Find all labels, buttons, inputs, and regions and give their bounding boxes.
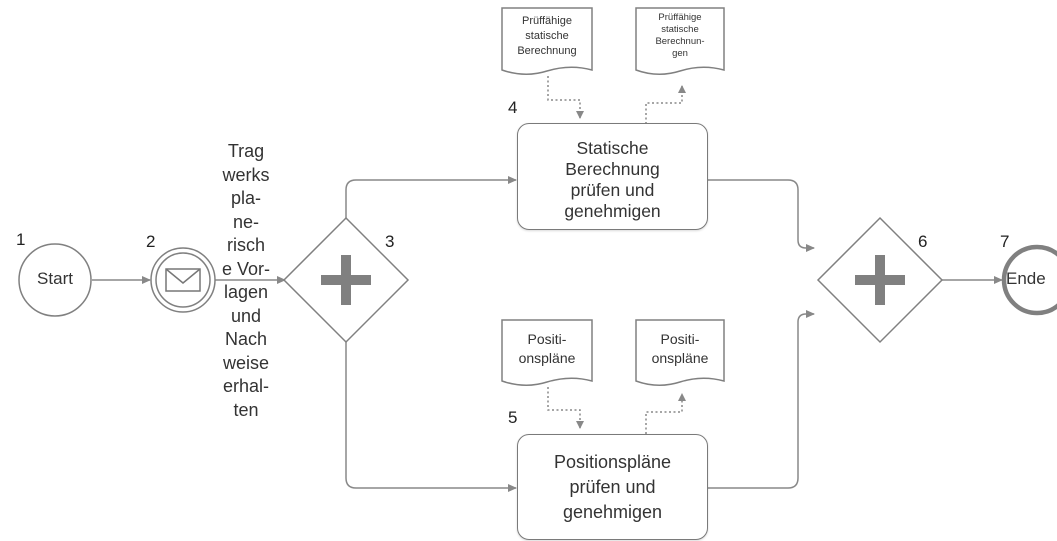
message-catch-event[interactable] <box>150 247 216 313</box>
doc-label-line: onspläne <box>518 350 576 366</box>
doc-label-line: Positi- <box>660 331 700 347</box>
plus-icon <box>855 255 905 305</box>
message-label-line: werks <box>222 164 270 185</box>
data-object-out-5-label: Positi- onspläne <box>636 330 724 368</box>
end-event-label: Ende <box>1006 269 1046 288</box>
assoc-doc-out-4[interactable] <box>645 85 686 124</box>
message-label-line: Nach <box>224 329 268 349</box>
data-object-in-5[interactable] <box>501 319 593 386</box>
message-label-line: Trag <box>227 141 265 161</box>
task-positionsplaene[interactable]: Positionspläne prüfen und genehmigen <box>517 434 708 540</box>
task5-label-line: prüfen und <box>569 476 656 497</box>
task5-label-line: genehmigen <box>562 501 663 522</box>
task4-label-line: prüfen und <box>570 179 655 200</box>
message-label-line: ne- <box>232 211 259 232</box>
assoc-doc-in-5[interactable] <box>547 387 584 429</box>
message-label-line: erhal- <box>222 376 270 396</box>
end-event-number: 7 <box>1000 232 1010 251</box>
message-event-label: Trag werks pla- ne- risch e Vor- lagen u… <box>206 140 286 422</box>
flow-task5-to-join[interactable] <box>708 310 815 489</box>
doc-label-line: statische <box>525 30 569 42</box>
message-label-line: lagen <box>223 282 269 302</box>
task-statische-berechnung[interactable]: Statische Berechnung prüfen und genehmig… <box>517 123 708 230</box>
doc-label-line: onspläne <box>651 350 709 366</box>
task4-number: 4 <box>508 98 518 117</box>
data-associations <box>547 76 686 434</box>
assoc-doc-in-4[interactable] <box>547 76 584 119</box>
task5-label-line: Positionspläne <box>553 451 672 472</box>
doc-label-line: Positi- <box>527 331 567 347</box>
data-object-out-4[interactable] <box>635 7 725 75</box>
doc-label-line: Berechnun- <box>655 36 705 47</box>
start-event-label: Start <box>37 269 73 288</box>
sequence-flows <box>92 176 1003 492</box>
task4-label-line: Berechnung <box>565 158 660 179</box>
plus-icon <box>321 255 371 305</box>
doc-label-line: Berechnung <box>517 45 577 57</box>
message-label-line: e Vor- <box>221 258 271 279</box>
task5-number: 5 <box>508 408 518 427</box>
message-label-line: weise <box>222 352 270 373</box>
message-event-number: 2 <box>146 232 156 251</box>
flow-split-to-task5[interactable] <box>345 342 517 492</box>
message-label-line: risch <box>226 235 265 255</box>
data-object-in-5-label: Positi- onspläne <box>502 330 592 368</box>
doc-label-line: statische <box>661 24 699 35</box>
split-gateway-number: 3 <box>385 232 395 251</box>
task4-label-line: Statische <box>576 137 649 158</box>
data-object-out-5[interactable] <box>635 319 725 386</box>
data-object-in-4-label: Prüffähige statische Berechnung <box>502 14 592 59</box>
join-gateway-number: 6 <box>918 232 928 251</box>
task4-label-line: genehmigen <box>564 200 661 221</box>
message-label-line: pla- <box>230 188 261 208</box>
message-label-line: und <box>230 305 262 326</box>
end-event[interactable] <box>1001 244 1057 316</box>
message-label-line: ten <box>233 399 259 420</box>
data-object-out-4-label: Prüffähige statische Berechnun- gen <box>636 12 724 70</box>
data-object-in-4[interactable] <box>501 7 593 75</box>
doc-label-line: gen <box>672 48 688 59</box>
doc-label-line: Prüffähige <box>658 12 702 23</box>
start-event[interactable] <box>18 243 92 317</box>
start-event-number: 1 <box>16 230 26 249</box>
flow-split-to-task4[interactable] <box>345 176 517 218</box>
assoc-doc-out-5[interactable] <box>645 393 686 434</box>
flow-task4-to-join[interactable] <box>708 179 815 252</box>
envelope-icon <box>165 268 201 292</box>
doc-label-line: Prüffähige <box>522 15 572 27</box>
